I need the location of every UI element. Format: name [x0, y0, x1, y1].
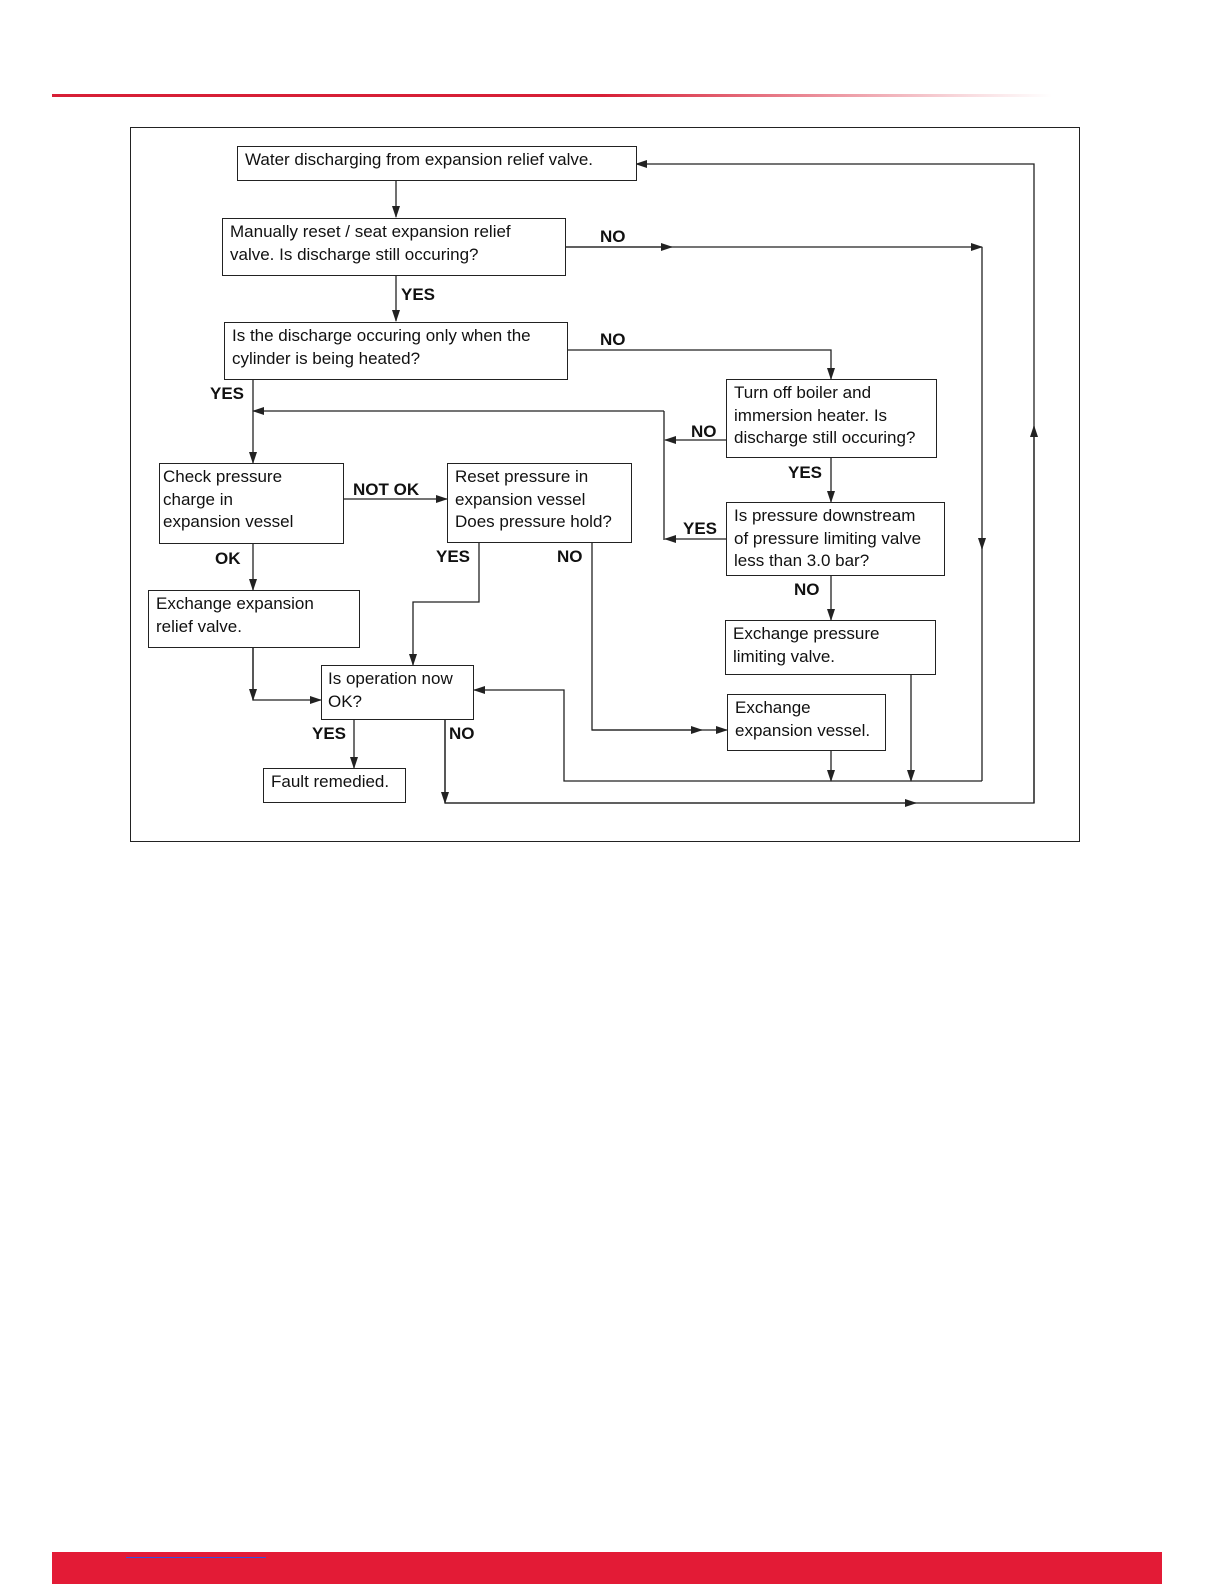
node-start: Water discharging from expansion relief …	[237, 146, 637, 181]
node-operation-ok: Is operation now OK?	[321, 665, 474, 720]
header-rule	[52, 94, 1052, 97]
label-yes-reset: YES	[401, 285, 436, 304]
edge-hold-no	[591, 543, 728, 734]
flowchart-frame	[130, 127, 1080, 842]
node-reset-pressure: Reset pressure in expansion vessel Does …	[447, 463, 632, 543]
node-discharge-heated: Is the discharge occuring only when the …	[224, 322, 568, 380]
node-reset-valve: Manually reset / seat expansion relief v…	[222, 218, 566, 276]
label-ok: OK	[215, 549, 241, 568]
footer-link-underline	[126, 1557, 266, 1558]
edge-relief-to-op	[252, 648, 322, 704]
node-fault-remedied: Fault remedied.	[263, 768, 406, 803]
label-yes-hold: YES	[436, 547, 471, 566]
node-exchange-relief: Exchange expansion relief valve.	[148, 590, 360, 648]
label-yes-heated: YES	[210, 384, 245, 403]
label-yes-downstream: YES	[683, 519, 718, 538]
label-no-hold: NO	[557, 547, 583, 566]
label-yes-boiler: YES	[788, 463, 823, 482]
node-turn-off-boiler: Turn off boiler and immersion heater. Is…	[726, 379, 937, 458]
label-no-boiler: NO	[691, 422, 717, 441]
label-not-ok: NOT OK	[353, 480, 420, 499]
node-exchange-plv: Exchange pressure limiting valve.	[725, 620, 936, 675]
node-check-pressure: Check pressure charge in expansion vesse…	[159, 463, 344, 544]
label-yes-operation: YES	[312, 724, 347, 743]
node-pressure-downstream: Is pressure downstream of pressure limit…	[726, 502, 945, 576]
label-no-downstream: NO	[794, 580, 820, 599]
label-no-operation: NO	[449, 724, 475, 743]
edge-return-op	[473, 686, 982, 782]
edge-heated-no	[568, 349, 835, 380]
edge-hold-yes	[409, 543, 480, 666]
node-exchange-vessel: Exchange expansion vessel.	[727, 694, 886, 751]
label-no-heated: NO	[600, 330, 626, 349]
label-no-reset: NO	[600, 227, 626, 246]
